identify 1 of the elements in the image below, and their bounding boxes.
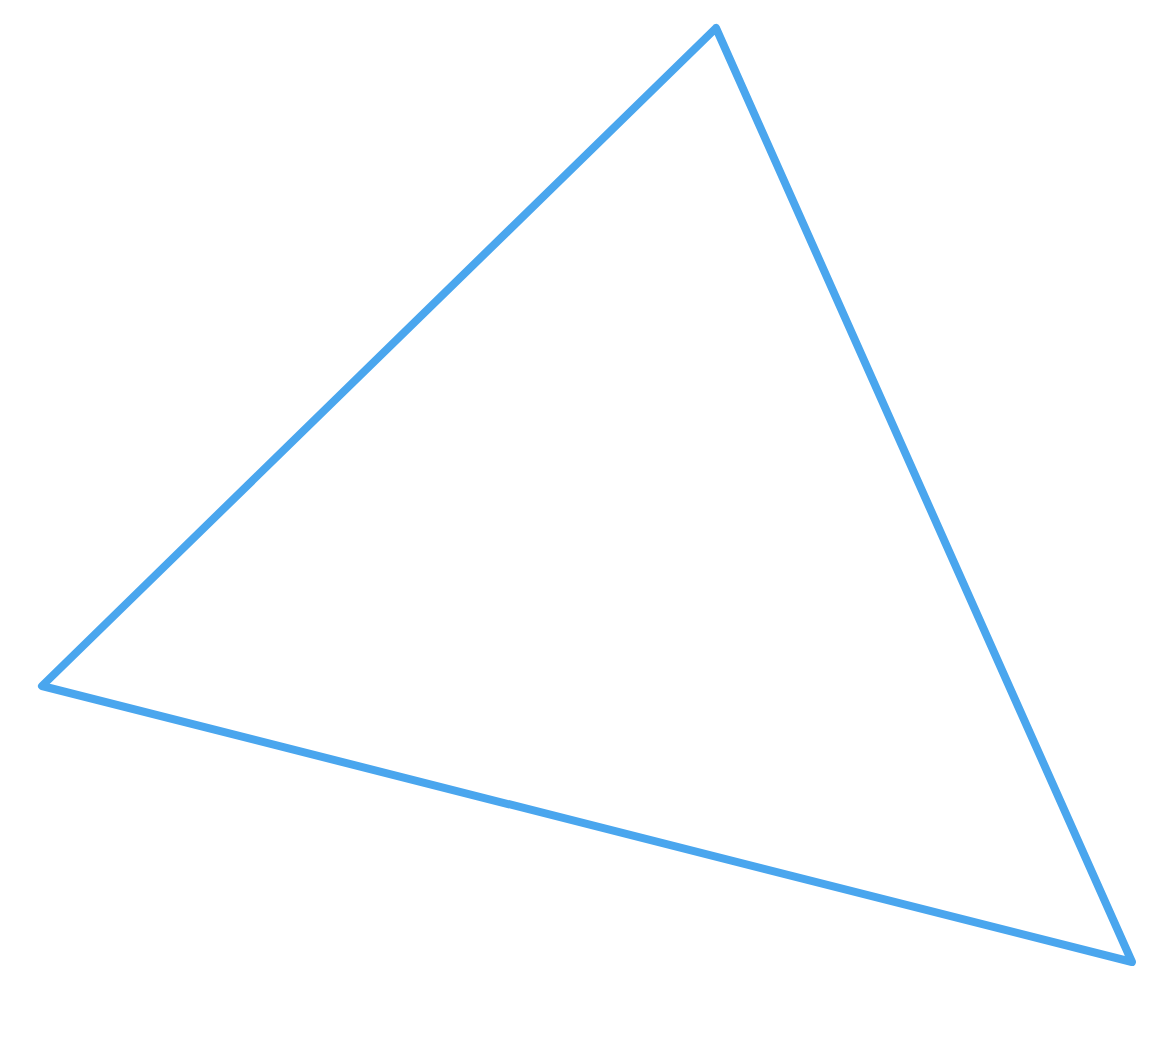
triangle-shape <box>38 24 1136 966</box>
